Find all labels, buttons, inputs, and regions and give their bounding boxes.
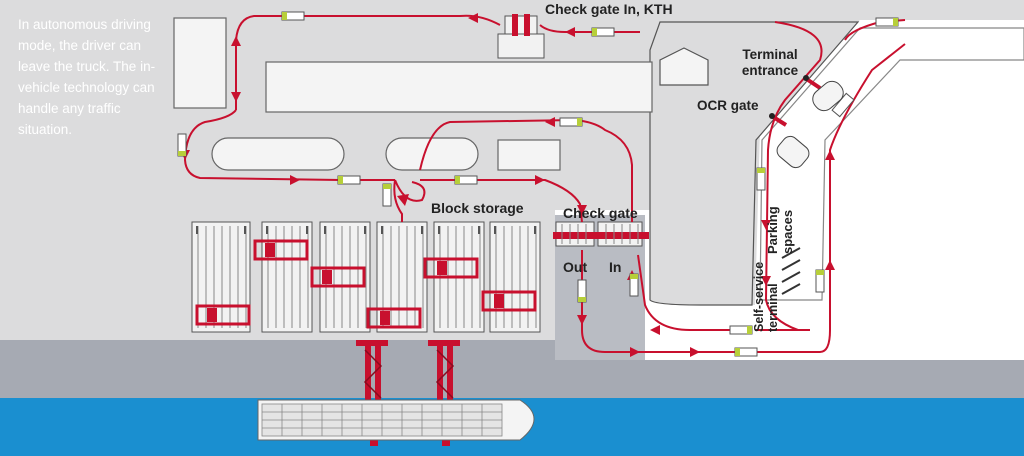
terminal-entrance-label: Terminal entrance	[741, 47, 799, 78]
yard-area	[649, 21, 860, 306]
block-storage-label: Block storage	[431, 200, 524, 216]
barrier-icon	[768, 75, 822, 127]
ocr-booth	[776, 135, 810, 169]
intro-text: In autonomous driving mode, the driver c…	[18, 17, 156, 137]
parking-spaces-marks	[781, 247, 801, 295]
self-service-terminal-label: Self-service terminal	[752, 261, 780, 332]
building-left	[173, 17, 227, 109]
building-icon	[659, 47, 709, 86]
storage-oval-1	[211, 137, 345, 171]
quay	[0, 360, 1024, 398]
check-gate	[553, 221, 649, 247]
entrance-booth	[812, 80, 844, 112]
block-storage	[191, 221, 541, 333]
ship-icon	[257, 399, 535, 441]
ocr-gate-label: OCR gate	[697, 98, 759, 113]
building-long	[265, 61, 653, 113]
kth-gate	[497, 14, 545, 59]
check-gate-in-kth-label: Check gate In, KTH	[545, 1, 673, 17]
check-gate-label: Check gate	[563, 205, 638, 221]
storage-oval-2	[385, 137, 479, 171]
truck-icon	[177, 11, 899, 357]
in-label: In	[609, 259, 622, 275]
quay-strip	[0, 340, 555, 362]
building-small	[497, 139, 561, 171]
out-label: Out	[563, 259, 588, 275]
truck-route	[183, 14, 906, 353]
